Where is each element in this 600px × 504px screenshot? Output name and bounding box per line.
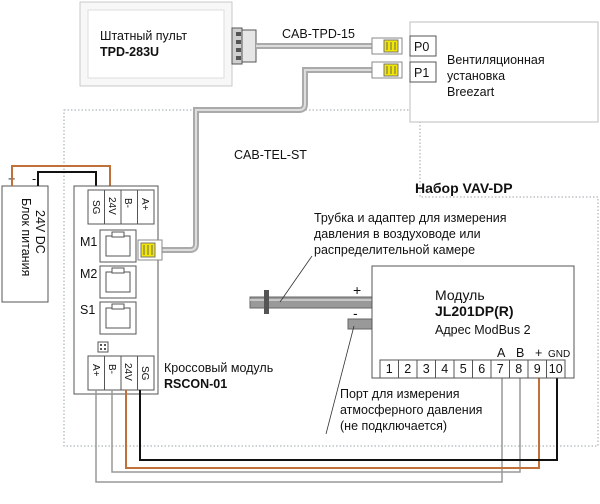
jl201-terminal-label: 10 (549, 362, 563, 376)
vent-port-p1 (409, 61, 437, 83)
vent-line1: Вентиляционная (447, 53, 545, 67)
atmospheric-port (347, 318, 373, 330)
wire-gnd (139, 378, 558, 461)
jl201-terminal-label: 6 (478, 362, 485, 376)
jl201-terminal-label: 9 (534, 362, 541, 376)
rj-plug-p1 (371, 61, 403, 79)
cable-tel-label: CAB-TEL-ST (234, 148, 307, 162)
vent-port-p0-label: P0 (414, 40, 429, 54)
kit-label: Набор VAV-DP (415, 180, 513, 196)
rscon-top-term-sg: SG (90, 200, 101, 215)
term-label-plus: + (535, 346, 542, 360)
remote-panel-inner (87, 9, 225, 79)
psu-line1: Блок питания (19, 198, 33, 276)
tube-plus: + (353, 282, 361, 298)
vent-line3: Breezart (447, 85, 495, 99)
rscon-port-s1-label: S1 (80, 303, 95, 317)
psu-minus: - (32, 172, 36, 186)
vent-port-p0 (409, 35, 437, 57)
term-label-gnd: GND (548, 349, 570, 360)
port-note-leader (325, 325, 355, 435)
vent-line2: установка (447, 69, 505, 83)
rj-plug-m1 (137, 239, 163, 261)
jl201-terminal-label: 1 (386, 362, 393, 376)
jl201-line3: Адрес ModBus 2 (435, 323, 531, 337)
wire-psu-minus (37, 171, 97, 190)
port-note-line3: (не подключается) (340, 419, 447, 433)
rscon-bottom-term-24v: 24V (122, 363, 133, 381)
term-label-a: A (497, 346, 506, 360)
jl201-terminal-label: 3 (423, 362, 430, 376)
wire-psu-plus (11, 165, 111, 190)
rscon-top-term-a: A+ (139, 198, 150, 211)
tube-minus: - (353, 305, 358, 321)
remote-line1: Штатный пульт (100, 29, 187, 43)
rscon-line1: Кроссовый модуль (164, 361, 273, 375)
jl201-line1: Модуль (435, 287, 485, 303)
rscon-bottom-term-sg: SG (139, 366, 150, 381)
wire-b (111, 378, 521, 473)
vent-port-p1-label: P1 (414, 66, 429, 80)
vent-unit (409, 21, 599, 123)
remote-connector (231, 27, 257, 65)
jl201-terminal-label: 5 (460, 362, 467, 376)
rscon-bottom-term-a: A+ (90, 364, 101, 377)
rscon-line2: RSCON-01 (164, 377, 227, 391)
tube-adapter (264, 290, 269, 314)
rscon-port-m1-label: M1 (80, 235, 97, 249)
rj-plug-p0 (371, 37, 403, 55)
jl201-terminal-label: 4 (441, 362, 448, 376)
rscon-jumper-icon (97, 341, 109, 353)
psu-line2: 24V DC (33, 210, 47, 254)
tube-note-line2: давления в воздуховоде или (314, 227, 481, 241)
jl201-line2: JL201DP(R) (435, 303, 514, 319)
port-note-line1: Порт для измерения (340, 387, 459, 401)
jl201-terminal-label: 7 (497, 362, 504, 376)
tube-note-leader (279, 255, 313, 303)
tube-note-line3: распределительной камере (314, 243, 475, 257)
jl201-terminal-label: 2 (404, 362, 411, 376)
kit-region (63, 109, 599, 447)
power-supply (1, 185, 49, 303)
rscon-top-term-b: B- (122, 198, 133, 208)
term-label-b: B (516, 346, 524, 360)
jl201-terminal (546, 359, 566, 379)
jl201-module (371, 265, 575, 379)
rscon-bottom-term-b: B- (106, 364, 117, 374)
remote-line2: TPD-283U (100, 45, 159, 59)
rscon-top-term-24v: 24V (106, 197, 117, 215)
tube-note-line1: Трубка и адаптер для измерения (314, 211, 507, 225)
wire-a (95, 378, 503, 483)
wire-24v (125, 378, 540, 469)
jl201-terminal-label: 8 (515, 362, 522, 376)
cable-tpd-label: CAB-TPD-15 (282, 27, 355, 41)
rscon-port-m2-label: M2 (80, 267, 97, 281)
port-note-line2: атмосферного давления (340, 403, 482, 417)
